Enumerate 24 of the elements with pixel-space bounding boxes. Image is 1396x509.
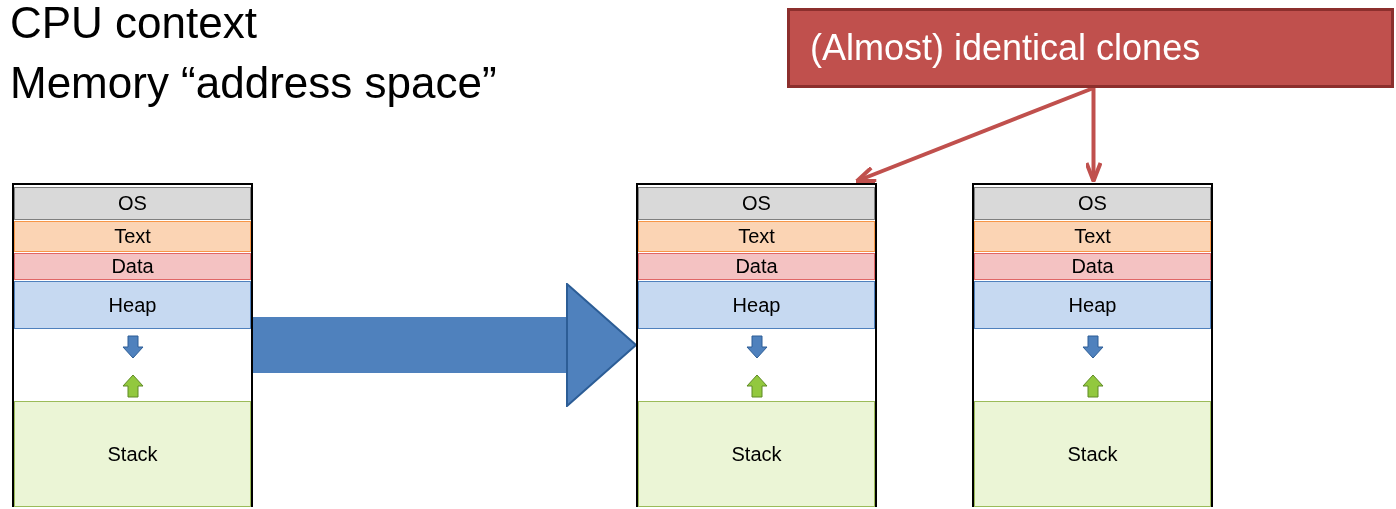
memory-segment: OS — [14, 187, 251, 220]
memory-segment: Data — [14, 253, 251, 280]
memory-segment: Stack — [14, 401, 251, 507]
memory-segment: Text — [638, 221, 875, 252]
arrow — [855, 86, 1095, 183]
arrow — [1084, 88, 1103, 183]
memory-segment: Heap — [14, 281, 251, 329]
address-space-column — [972, 183, 1213, 507]
callout-box: (Almost) identical clones — [787, 8, 1394, 88]
heading-text: Memory “address space” — [10, 58, 497, 108]
address-space-column — [12, 183, 253, 507]
memory-segment: OS — [974, 187, 1211, 220]
memory-segment: OS — [638, 187, 875, 220]
memory-segment: Text — [14, 221, 251, 252]
heading-text: CPU context — [10, 0, 257, 48]
memory-segment: Heap — [638, 281, 875, 329]
address-space-column — [636, 183, 877, 507]
block-arrow — [253, 283, 637, 407]
memory-segment: Data — [638, 253, 875, 280]
memory-segment: Stack — [974, 401, 1211, 507]
memory-segment: Text — [974, 221, 1211, 252]
memory-segment: Data — [974, 253, 1211, 280]
memory-segment: Stack — [638, 401, 875, 507]
memory-segment: Heap — [974, 281, 1211, 329]
